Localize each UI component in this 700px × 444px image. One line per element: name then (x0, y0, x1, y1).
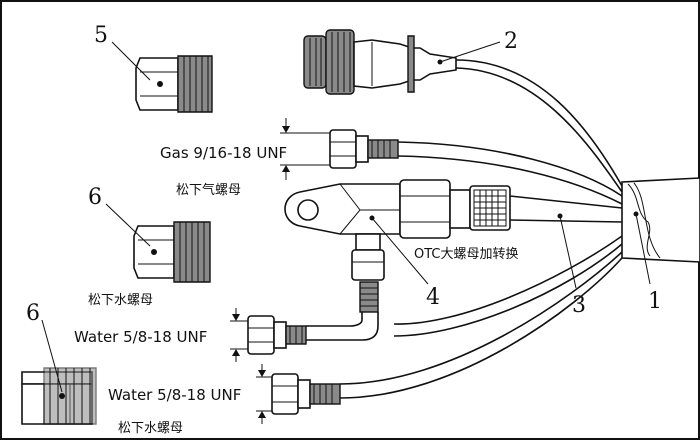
lower-water-fitting (271, 373, 341, 415)
callout-5: 5 (94, 23, 108, 48)
gas-dimension-arrows (280, 118, 330, 180)
gas-nut-part-5 (135, 55, 213, 113)
water-nut-part-6-lower (21, 367, 97, 425)
otc-adaptor-cn-label: OTC大螺母加转换 (414, 247, 519, 262)
callout-6-lower: 6 (26, 301, 40, 326)
callout-6-upper: 6 (88, 185, 102, 210)
leader-lines (41, 41, 651, 393)
upper-water-dimension-arrows (230, 308, 248, 362)
callout-4: 4 (426, 285, 440, 310)
lower-water-spec-label: Water 5/8-18 UNF (108, 386, 241, 404)
gas-nut-cn-label: 松下气螺母 (176, 182, 241, 198)
gas-spec-label: Gas 9/16-18 UNF (160, 144, 287, 162)
upper-water-fitting (247, 315, 307, 355)
lower-water-dimension-arrows (256, 364, 272, 424)
callout-dots (369, 59, 639, 221)
callout-3: 3 (572, 293, 586, 318)
gas-fitting (329, 129, 399, 169)
callout-1: 1 (648, 289, 662, 314)
callout-2: 2 (504, 29, 518, 54)
water-nut-part-6-upper (133, 221, 211, 283)
control-connector (303, 29, 457, 95)
cable-bundle-sleeve (621, 177, 700, 263)
upper-water-spec-label: Water 5/8-18 UNF (74, 328, 207, 346)
water-adaptor (306, 233, 385, 341)
hoses (339, 59, 623, 399)
water-nut-upper-cn-label: 松下水螺母 (88, 293, 153, 308)
water-nut-lower-cn-label: 松下水螺母 (118, 421, 183, 436)
power-lug-connector (284, 179, 511, 239)
